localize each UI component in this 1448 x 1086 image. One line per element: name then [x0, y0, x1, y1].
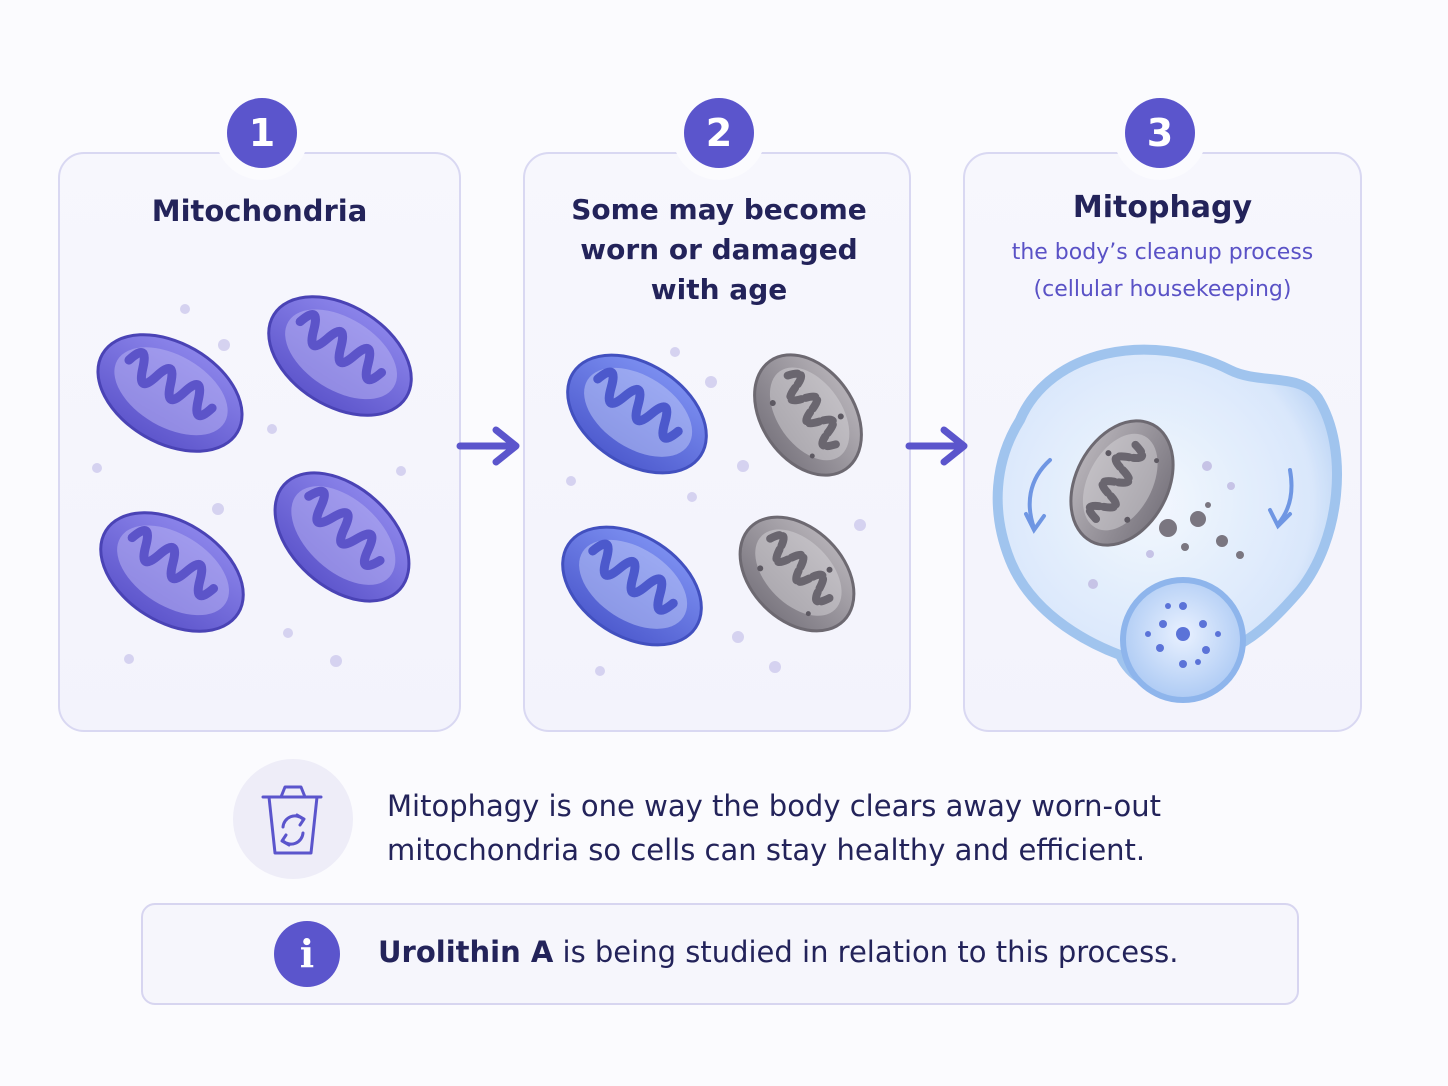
- info-box: [141, 903, 1299, 1005]
- note-text-line: Mitophagy is one way the body clears awa…: [387, 789, 1161, 823]
- note-text-line: mitochondria so cells can stay healthy a…: [387, 833, 1146, 867]
- debris: [1159, 502, 1244, 559]
- step-2-title-line: with age: [650, 273, 788, 306]
- note-icon-circle: [233, 759, 353, 879]
- healthy-mitochondrion: [247, 272, 432, 439]
- healthy-mitochondrion: [77, 311, 262, 476]
- particles: [92, 304, 406, 667]
- cell-membrane: [992, 344, 1343, 693]
- note-text: Mitophagy is one way the body clears awa…: [387, 784, 1287, 872]
- damaged-mitochondrion: [732, 335, 883, 496]
- step-3-badge: 3: [1125, 98, 1195, 168]
- step-2-title-line: Some may become: [571, 193, 867, 226]
- arrow-2-icon: [905, 426, 968, 466]
- step-2-badge: 2: [684, 98, 754, 168]
- step-3-title: Mitophagy: [1072, 190, 1253, 225]
- lysosome: [1120, 577, 1246, 703]
- step-1-panel: [58, 152, 461, 732]
- info-text: Urolithin A is being studied in relation…: [378, 935, 1179, 969]
- healthy-mitochondrion: [541, 503, 723, 670]
- step-3-subtitle-line: the body’s cleanup process: [1011, 240, 1314, 265]
- damaged-mitochondrion: [718, 495, 876, 653]
- step-3-subtitle-line: (cellular housekeeping): [1033, 277, 1292, 302]
- healthy-mitochondrion: [79, 488, 264, 655]
- step-2-title-line: worn or damaged: [580, 233, 858, 266]
- step-2-title: Some may become worn or damaged with age: [523, 190, 915, 310]
- particles: [566, 347, 866, 676]
- recycle-bin-icon: [261, 785, 323, 855]
- info-text-rest: is being studied in relation to this pro…: [553, 935, 1179, 969]
- step-1-badge: 1: [227, 98, 297, 168]
- step-1-title: Mitochondria: [151, 194, 368, 228]
- healthy-mitochondrion: [546, 331, 728, 498]
- particles: [1088, 461, 1235, 589]
- info-icon: i: [274, 921, 340, 987]
- healthy-mitochondrion: [251, 448, 434, 627]
- engulfing-arrow-icon: [1024, 458, 1294, 534]
- arrow-1-icon: [456, 426, 520, 466]
- info-text-highlight: Urolithin A: [378, 935, 554, 969]
